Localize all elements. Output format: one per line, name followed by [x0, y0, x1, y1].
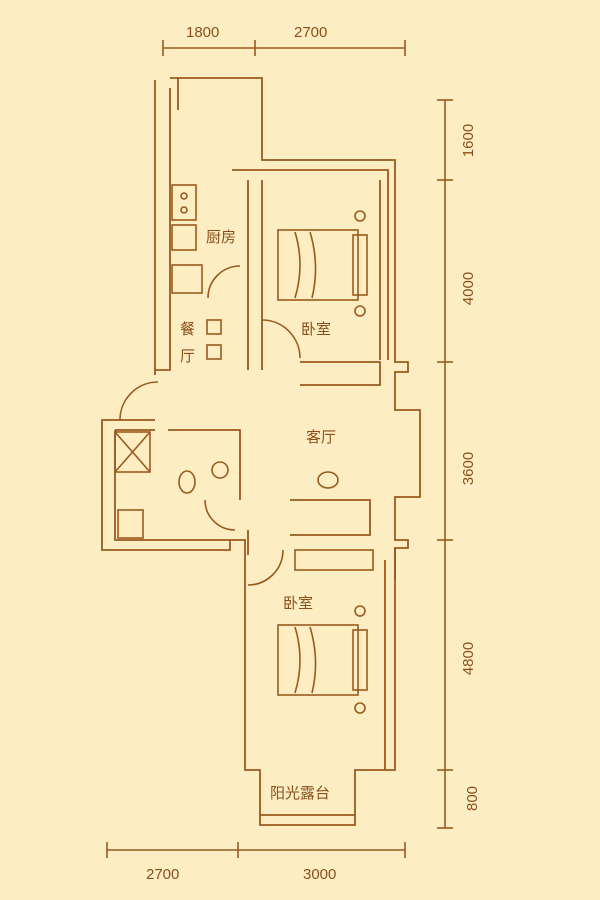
room-bedroom-1: 卧室: [301, 320, 332, 338]
dim-right-4: 4800: [460, 641, 478, 676]
dim-bottom-2: 3000: [303, 866, 337, 883]
dim-right-2: 4000: [460, 271, 478, 306]
dim-right-1: 1600: [460, 123, 478, 158]
dim-right-5: 800: [464, 785, 482, 812]
wardrobe: [294, 549, 374, 571]
room-living: 客厅: [306, 428, 337, 446]
room-dining-1: 餐: [180, 320, 196, 338]
room-bedroom-2: 卧室: [283, 594, 314, 612]
dim-top-1: 1800: [186, 24, 220, 41]
doors: [119, 265, 301, 586]
bathroom-fixtures: [114, 431, 229, 539]
dimension-lines: [106, 40, 453, 858]
dim-bottom-1: 2700: [146, 866, 180, 883]
room-kitchen: 厨房: [206, 228, 237, 246]
room-dining-2: 厅: [180, 347, 196, 365]
dim-top-2: 2700: [294, 24, 328, 41]
bed-1: [277, 210, 368, 317]
dining-chairs: [206, 319, 222, 360]
bed-2: [277, 605, 368, 714]
dim-right-3: 3600: [460, 451, 478, 486]
kitchen-fixtures: [171, 184, 203, 294]
room-balcony: 阳光露台: [270, 784, 331, 802]
table-living: [317, 471, 339, 489]
